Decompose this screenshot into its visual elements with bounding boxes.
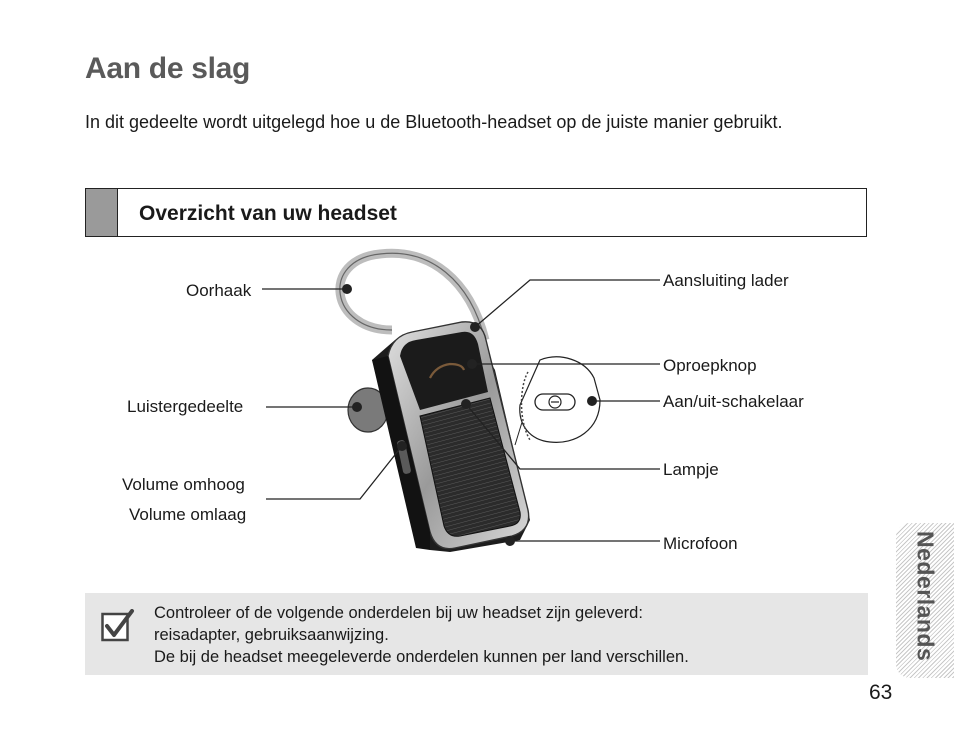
label-oorhaak: Oorhaak: [186, 281, 252, 300]
note-line-1: Controleer of de volgende onderdelen bij…: [154, 604, 643, 622]
page-title: Aan de slag: [85, 52, 251, 85]
note-line-3: De bij de headset meegeleverde onderdele…: [154, 648, 689, 666]
section-header: Overzicht van uw headset: [85, 188, 867, 237]
label-luistergedeelte: Luistergedeelte: [127, 397, 244, 416]
label-aan-uit: Aan/uit-schakelaar: [663, 392, 804, 411]
section-marker: [86, 189, 118, 236]
headset-illustration: [262, 248, 660, 552]
section-title: Overzicht van uw headset: [139, 202, 397, 225]
label-volume-up: Volume omhoog: [122, 475, 245, 494]
intro-text: In dit gedeelte wordt uitgelegd hoe u de…: [85, 112, 783, 132]
checkmark-icon: [101, 609, 134, 642]
label-microfoon: Microfoon: [663, 534, 738, 553]
note-line-2: reisadapter, gebruiksaanwijzing.: [154, 626, 389, 644]
language-tab: Nederlands: [896, 523, 954, 678]
language-tab-label: Nederlands: [912, 531, 939, 662]
label-oproepknop: Oproepknop: [663, 356, 757, 375]
label-aansluiting: Aansluiting lader: [663, 271, 789, 290]
headset-diagram: Oorhaak Luistergedeelte Volume omhoog Vo…: [0, 240, 954, 585]
note-box: Controleer of de volgende onderdelen bij…: [85, 593, 868, 675]
note-text: Controleer of de volgende onderdelen bij…: [154, 602, 689, 668]
page-number: 63: [869, 681, 893, 704]
label-lampje: Lampje: [663, 460, 719, 479]
label-volume-down: Volume omlaag: [129, 505, 247, 524]
